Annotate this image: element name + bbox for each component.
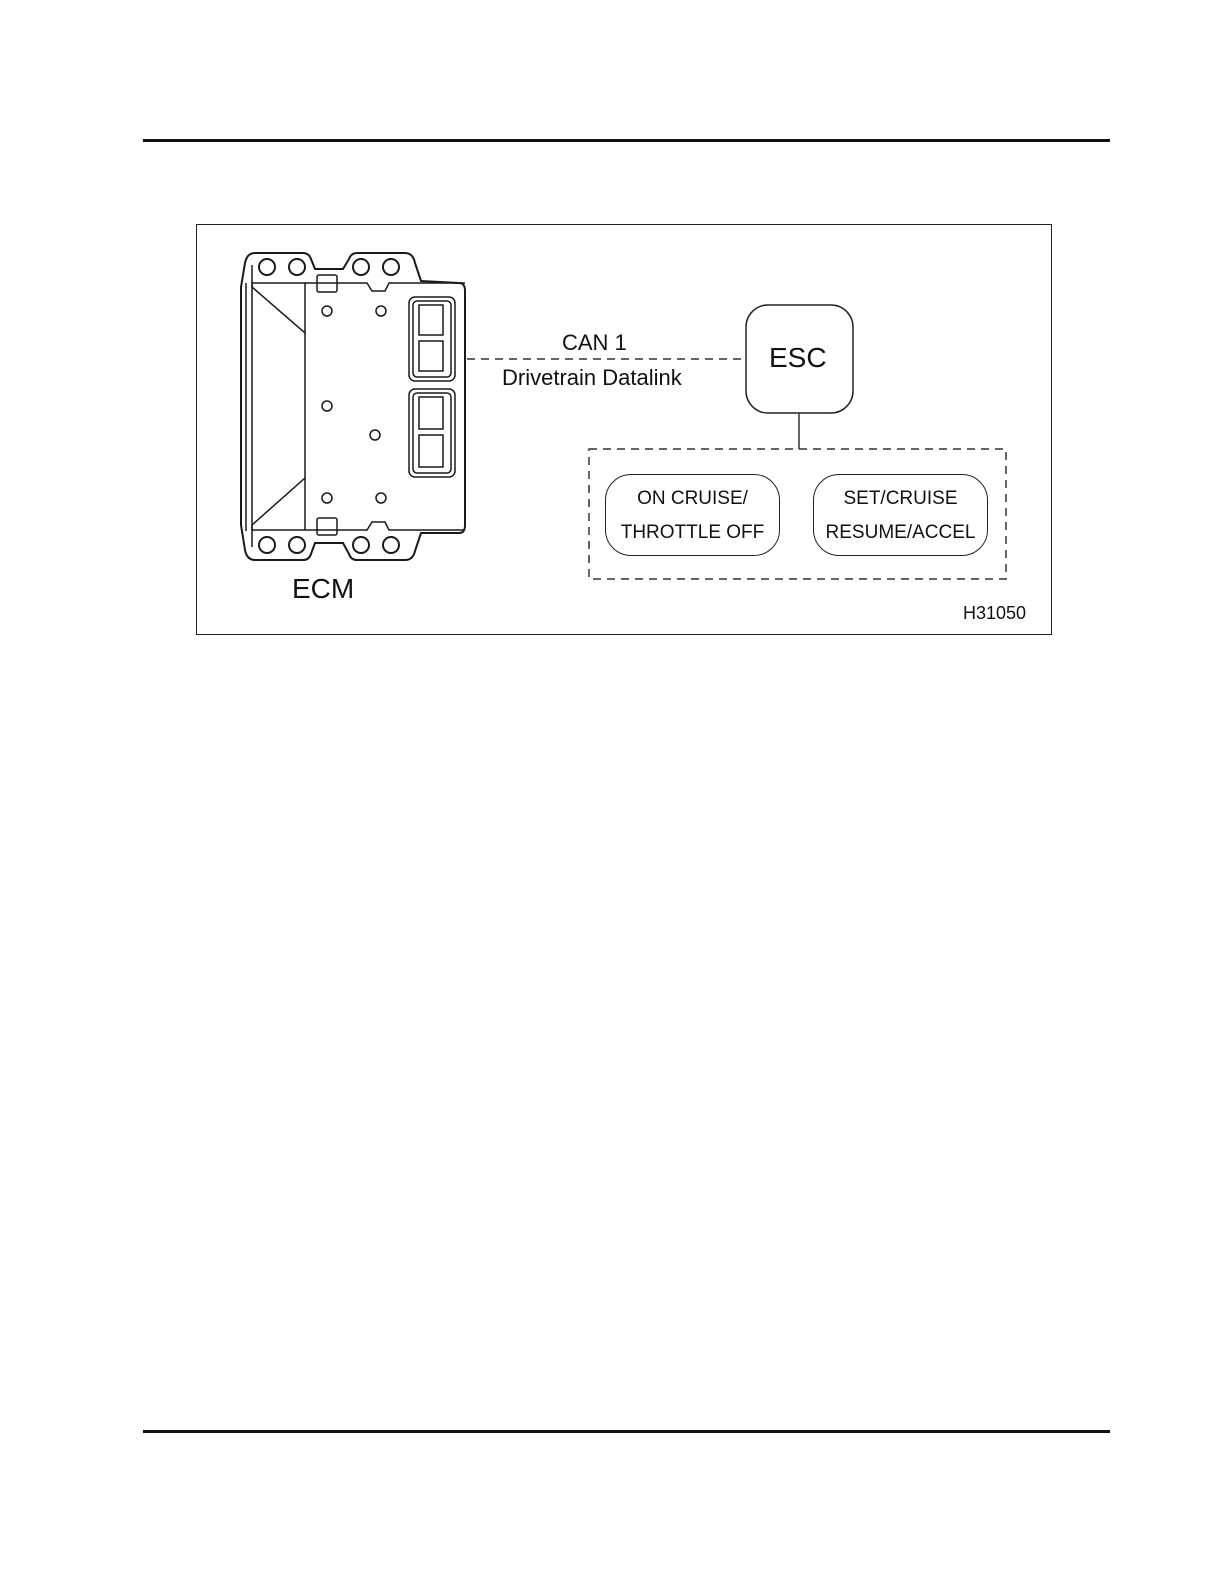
ecm-module-icon <box>241 253 465 560</box>
switch-label-line: ON CRUISE/ <box>606 482 779 516</box>
esc-label: ESC <box>769 342 827 374</box>
ecm-label: ECM <box>292 573 354 605</box>
figure-id: H31050 <box>963 603 1026 624</box>
on-cruise-switch: ON CRUISE/ THROTTLE OFF <box>605 474 780 556</box>
set-cruise-switch: SET/CRUISE RESUME/ACCEL <box>813 474 988 556</box>
header-rule <box>143 139 1110 142</box>
switch-label-line: SET/CRUISE <box>814 482 987 516</box>
datalink-label: Drivetrain Datalink <box>502 365 682 391</box>
cruise-control-diagram: CAN 1 Drivetrain Datalink ESC ECM H31050… <box>196 224 1052 635</box>
switch-label-line: THROTTLE OFF <box>606 516 779 550</box>
can-label: CAN 1 <box>562 330 627 356</box>
switch-label-line: RESUME/ACCEL <box>814 516 987 550</box>
footer-rule <box>143 1430 1110 1433</box>
